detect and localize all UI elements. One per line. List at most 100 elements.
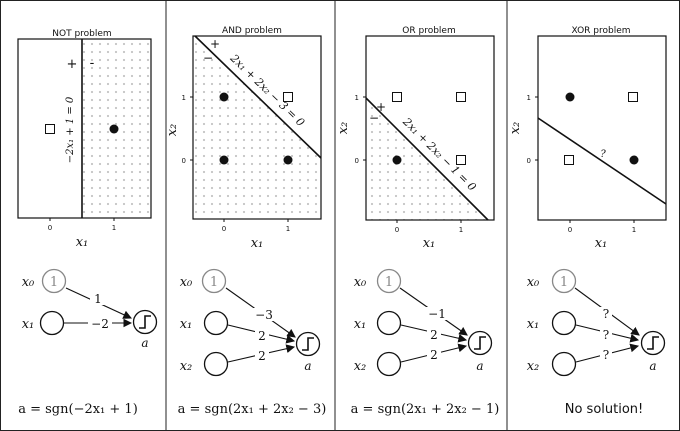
plus-sign: +: [376, 100, 386, 114]
bias-node-label: 1: [385, 275, 393, 290]
x-tick-label: 1: [632, 226, 636, 234]
y-axis-label: x₂: [165, 124, 180, 137]
bias-node: [41, 268, 67, 294]
xor-panel: XOR problem ? 0 1 0 1 x₁ x₂ x₀ x₁ x₂ 1: [508, 26, 667, 417]
minus-sign: −: [369, 111, 379, 125]
x-axis-label: x₁: [251, 236, 264, 251]
weight-label: −3: [255, 308, 273, 322]
label-bg: [255, 349, 269, 361]
input-label: x₀: [180, 275, 193, 290]
plot-frame: [17, 38, 152, 219]
label-bg: [427, 348, 441, 360]
decision-boundary: [194, 35, 322, 159]
label-bg: [90, 293, 104, 305]
plot-frame: [537, 35, 667, 221]
bias-node-label: 1: [50, 275, 58, 290]
y-tick-label: 0: [527, 157, 531, 165]
input-node: [376, 351, 402, 377]
input-label: x₂: [180, 359, 193, 374]
dot-marker: [629, 155, 639, 165]
weight-label: 2: [258, 329, 266, 343]
perceptron-network: x₀ x₁ x₂ 1 −1 2 2 a: [354, 268, 493, 377]
input-node: [376, 310, 402, 336]
shaded-region: [193, 36, 321, 219]
weight-label: ?: [603, 328, 609, 342]
input-label: x₀: [527, 275, 540, 290]
bias-node: [551, 268, 577, 294]
square-marker: [283, 92, 293, 102]
x-axis-label: x₁: [595, 236, 608, 251]
x-axis-label: x₁: [76, 235, 89, 250]
step-function-icon: [474, 336, 486, 350]
label-bg: [600, 348, 612, 360]
perceptron-network: x₀ x₁ 1 1 −2 a: [22, 268, 158, 350]
panel-title: NOT problem: [52, 29, 111, 39]
label-bg: [427, 328, 441, 340]
dot-marker: [283, 155, 293, 165]
question-mark: ?: [600, 149, 606, 160]
panel-title: OR problem: [402, 26, 455, 36]
y-tick-label: 0: [182, 157, 186, 165]
weight-label: ?: [603, 307, 609, 321]
weight-label: 2: [430, 328, 438, 342]
square-marker: [392, 92, 402, 102]
dot-marker: [109, 124, 119, 134]
dot-marker: [219, 155, 229, 165]
y-axis-label: x₂: [508, 122, 523, 135]
label-bg: [88, 317, 112, 329]
y-axis-label: x₂: [336, 122, 351, 135]
formula: a = sgn(−2x₁ + 1): [18, 402, 138, 417]
input-label: x₂: [354, 359, 367, 374]
input-node: [39, 310, 65, 336]
bias-node-label: 1: [210, 275, 218, 290]
output-label: a: [304, 359, 311, 373]
bias-node: [376, 268, 402, 294]
label-bg: [252, 308, 276, 321]
dot-marker: [565, 92, 575, 102]
decision-boundary: [365, 97, 489, 221]
minus-sign: −: [203, 51, 213, 65]
weight-label: −2: [91, 317, 109, 331]
minus-sign: -: [90, 56, 95, 71]
square-marker: [45, 124, 55, 134]
formula: a = sgn(2x₁ + 2x₂ − 3): [178, 402, 327, 417]
weight-label: ?: [603, 348, 609, 362]
label-bg: [425, 307, 449, 320]
bias-node: [201, 268, 227, 294]
y-tick-label: 1: [527, 94, 531, 102]
output-label: a: [649, 359, 656, 373]
label-bg: [600, 328, 612, 340]
y-tick-label: 0: [355, 157, 359, 165]
input-label: x₁: [354, 317, 367, 332]
input-label: x₂: [527, 359, 540, 374]
x-tick-label: 0: [568, 226, 572, 234]
input-label: x₀: [354, 275, 367, 290]
input-node: [551, 351, 577, 377]
dot-marker: [219, 92, 229, 102]
input-label: x₁: [527, 317, 540, 332]
formula: No solution!: [565, 402, 644, 417]
x-tick-label: 1: [459, 226, 463, 234]
output-label: a: [476, 359, 483, 373]
square-marker: [564, 155, 574, 165]
x-tick-label: 0: [48, 224, 52, 232]
and-panel: AND problem 2x₁ + 2x₂ − 3 = 0 + − 0 1 0 …: [165, 26, 326, 417]
step-function-icon: [302, 337, 314, 351]
boundary-label: −2x₁ + 1 = 0: [65, 96, 76, 163]
step-function-icon: [139, 315, 151, 329]
plot-frame: [365, 35, 495, 221]
candidate-boundary: [537, 117, 667, 205]
formula: a = sgn(2x₁ + 2x₂ − 1): [351, 402, 500, 417]
x-axis-label: x₁: [423, 236, 436, 251]
not-panel: NOT problem −2x₁ + 1 = 0 + - 0 1 x₁ x₀ x…: [17, 29, 158, 417]
weight-label: 2: [258, 349, 266, 363]
x-tick-label: 0: [222, 225, 226, 233]
weight-label: −1: [428, 307, 446, 321]
panel-title: AND problem: [222, 26, 282, 36]
input-label: x₀: [22, 275, 35, 290]
plot-frame: [192, 35, 322, 220]
weight-label: 2: [430, 348, 438, 362]
square-marker: [456, 92, 466, 102]
square-marker: [456, 155, 466, 165]
step-function-icon: [647, 336, 659, 350]
